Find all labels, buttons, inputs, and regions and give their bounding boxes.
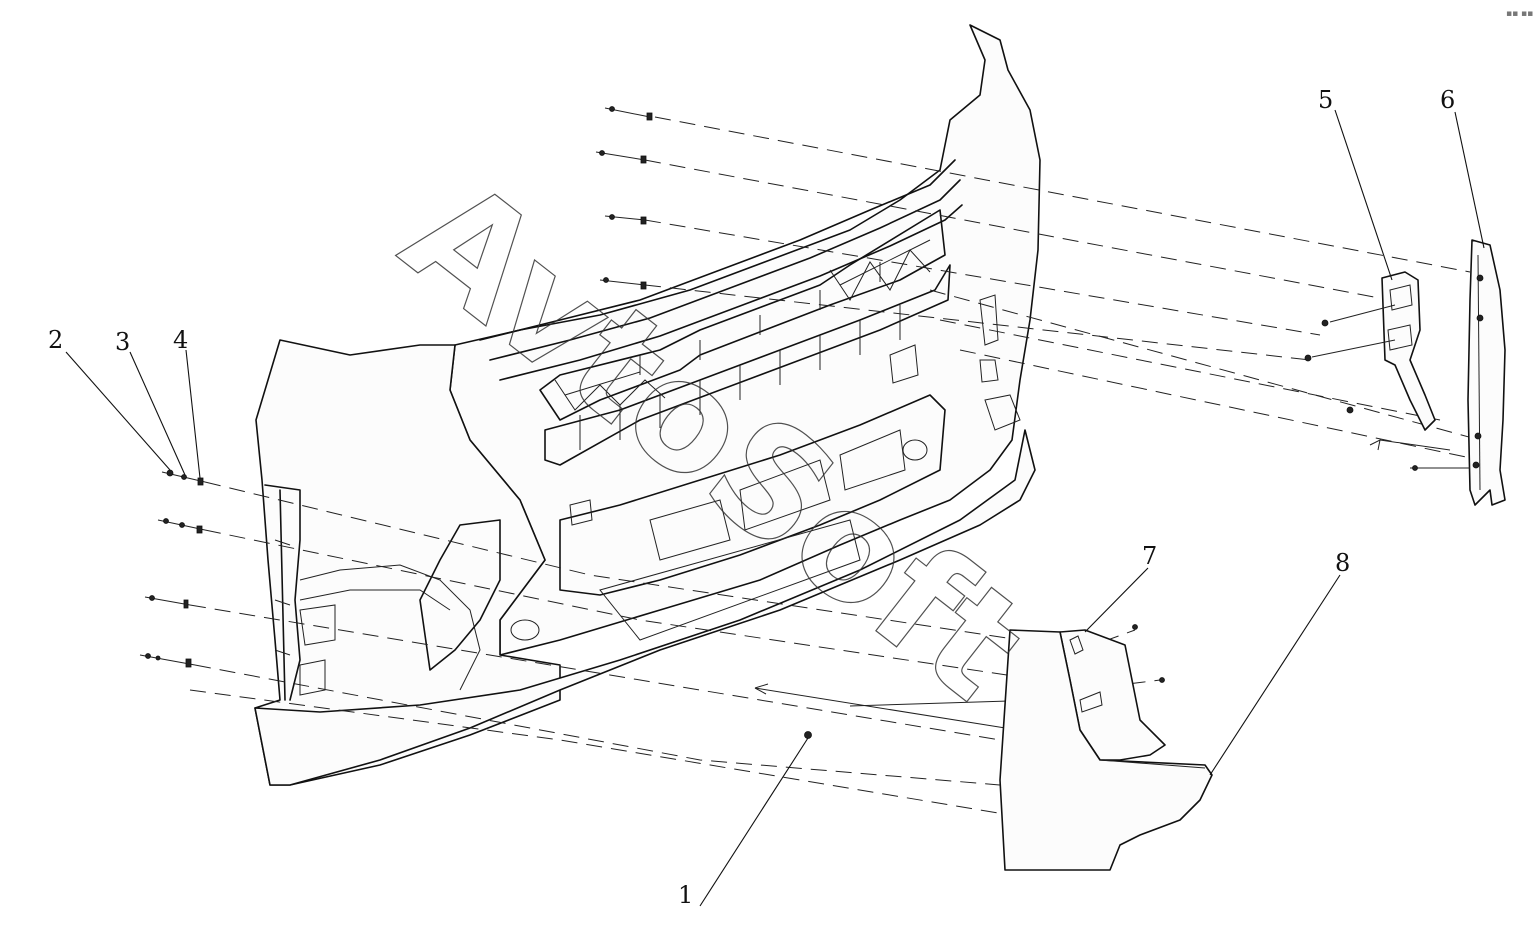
callout-5: 5 <box>1318 86 1333 114</box>
callout-6: 6 <box>1440 86 1455 114</box>
fasteners-top <box>595 106 653 290</box>
bumper-end-cap <box>999 629 1213 871</box>
side-trim-strip <box>1410 239 1506 506</box>
callout-7: 7 <box>1142 542 1157 570</box>
corner-mark: ▪▪ ▪▪▪ <box>1506 9 1533 19</box>
side-bracket <box>1304 271 1436 431</box>
callout-4: 4 <box>173 326 188 354</box>
callout-labels: 1 2 3 4 5 6 7 8 <box>48 86 1455 909</box>
leader-lines <box>65 109 1485 907</box>
fasteners-left <box>139 469 206 668</box>
callout-8: 8 <box>1335 549 1350 577</box>
front-bumper-assembly <box>254 24 1041 786</box>
callout-1: 1 <box>678 881 693 909</box>
callout-2: 2 <box>48 326 63 354</box>
callout-3: 3 <box>115 328 130 356</box>
